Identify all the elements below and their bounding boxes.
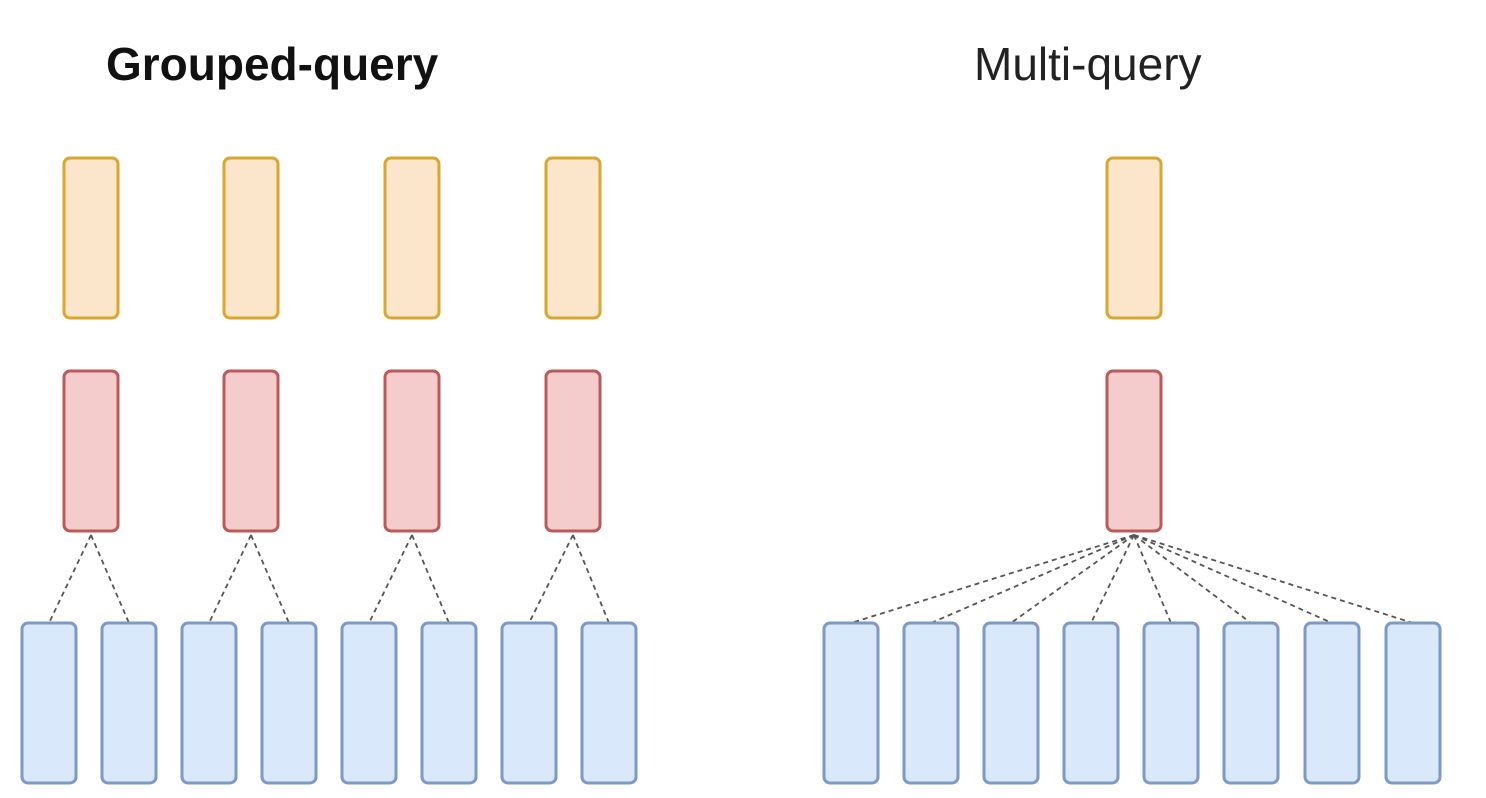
multi-query-head xyxy=(1303,621,1361,785)
multi-connector xyxy=(850,534,1135,624)
multi-connector xyxy=(1133,534,1414,624)
multi-connector xyxy=(1133,534,1252,624)
multi-connector xyxy=(1010,534,1135,624)
grouped-query-head xyxy=(500,621,558,785)
grouped-key-head xyxy=(544,369,602,533)
grouped-query-head xyxy=(20,621,78,785)
grouped-key-head xyxy=(62,369,120,533)
multi-query-head xyxy=(1222,621,1280,785)
grouped-query-head xyxy=(100,621,158,785)
grouped-value-head xyxy=(62,156,120,320)
grouped-connector xyxy=(572,534,610,624)
grouped-value-head xyxy=(383,156,441,320)
multi-value-head xyxy=(1105,156,1163,320)
grouped-connector xyxy=(48,534,92,624)
grouped-key-head xyxy=(383,369,441,533)
multi-query-head xyxy=(1062,621,1120,785)
grouped-connector xyxy=(411,534,450,624)
grouped-connector xyxy=(250,534,290,624)
multi-connector xyxy=(1090,534,1135,624)
grouped-query-head xyxy=(180,621,238,785)
grouped-query-head xyxy=(580,621,638,785)
grouped-query-head xyxy=(260,621,318,785)
multi-query-title: Multi-query xyxy=(974,38,1202,90)
grouped-value-head xyxy=(544,156,602,320)
multi-connector xyxy=(1133,534,1333,624)
grouped-query-title: Grouped-query xyxy=(106,38,439,90)
grouped-value-head xyxy=(222,156,280,320)
grouped-connector xyxy=(90,534,130,624)
grouped-query-head xyxy=(420,621,478,785)
multi-query-head xyxy=(1384,621,1442,785)
grouped-connector xyxy=(208,534,252,624)
multi-connector xyxy=(1133,534,1172,624)
multi-query-head xyxy=(982,621,1040,785)
multi-query-head xyxy=(1142,621,1200,785)
multi-connector xyxy=(930,534,1135,624)
multi-key-head xyxy=(1105,369,1163,533)
grouped-connector xyxy=(368,534,413,624)
multi-query-head xyxy=(822,621,880,785)
grouped-key-head xyxy=(222,369,280,533)
multi-query-head xyxy=(902,621,960,785)
grouped-query-head xyxy=(340,621,398,785)
grouped-connector xyxy=(528,534,574,624)
